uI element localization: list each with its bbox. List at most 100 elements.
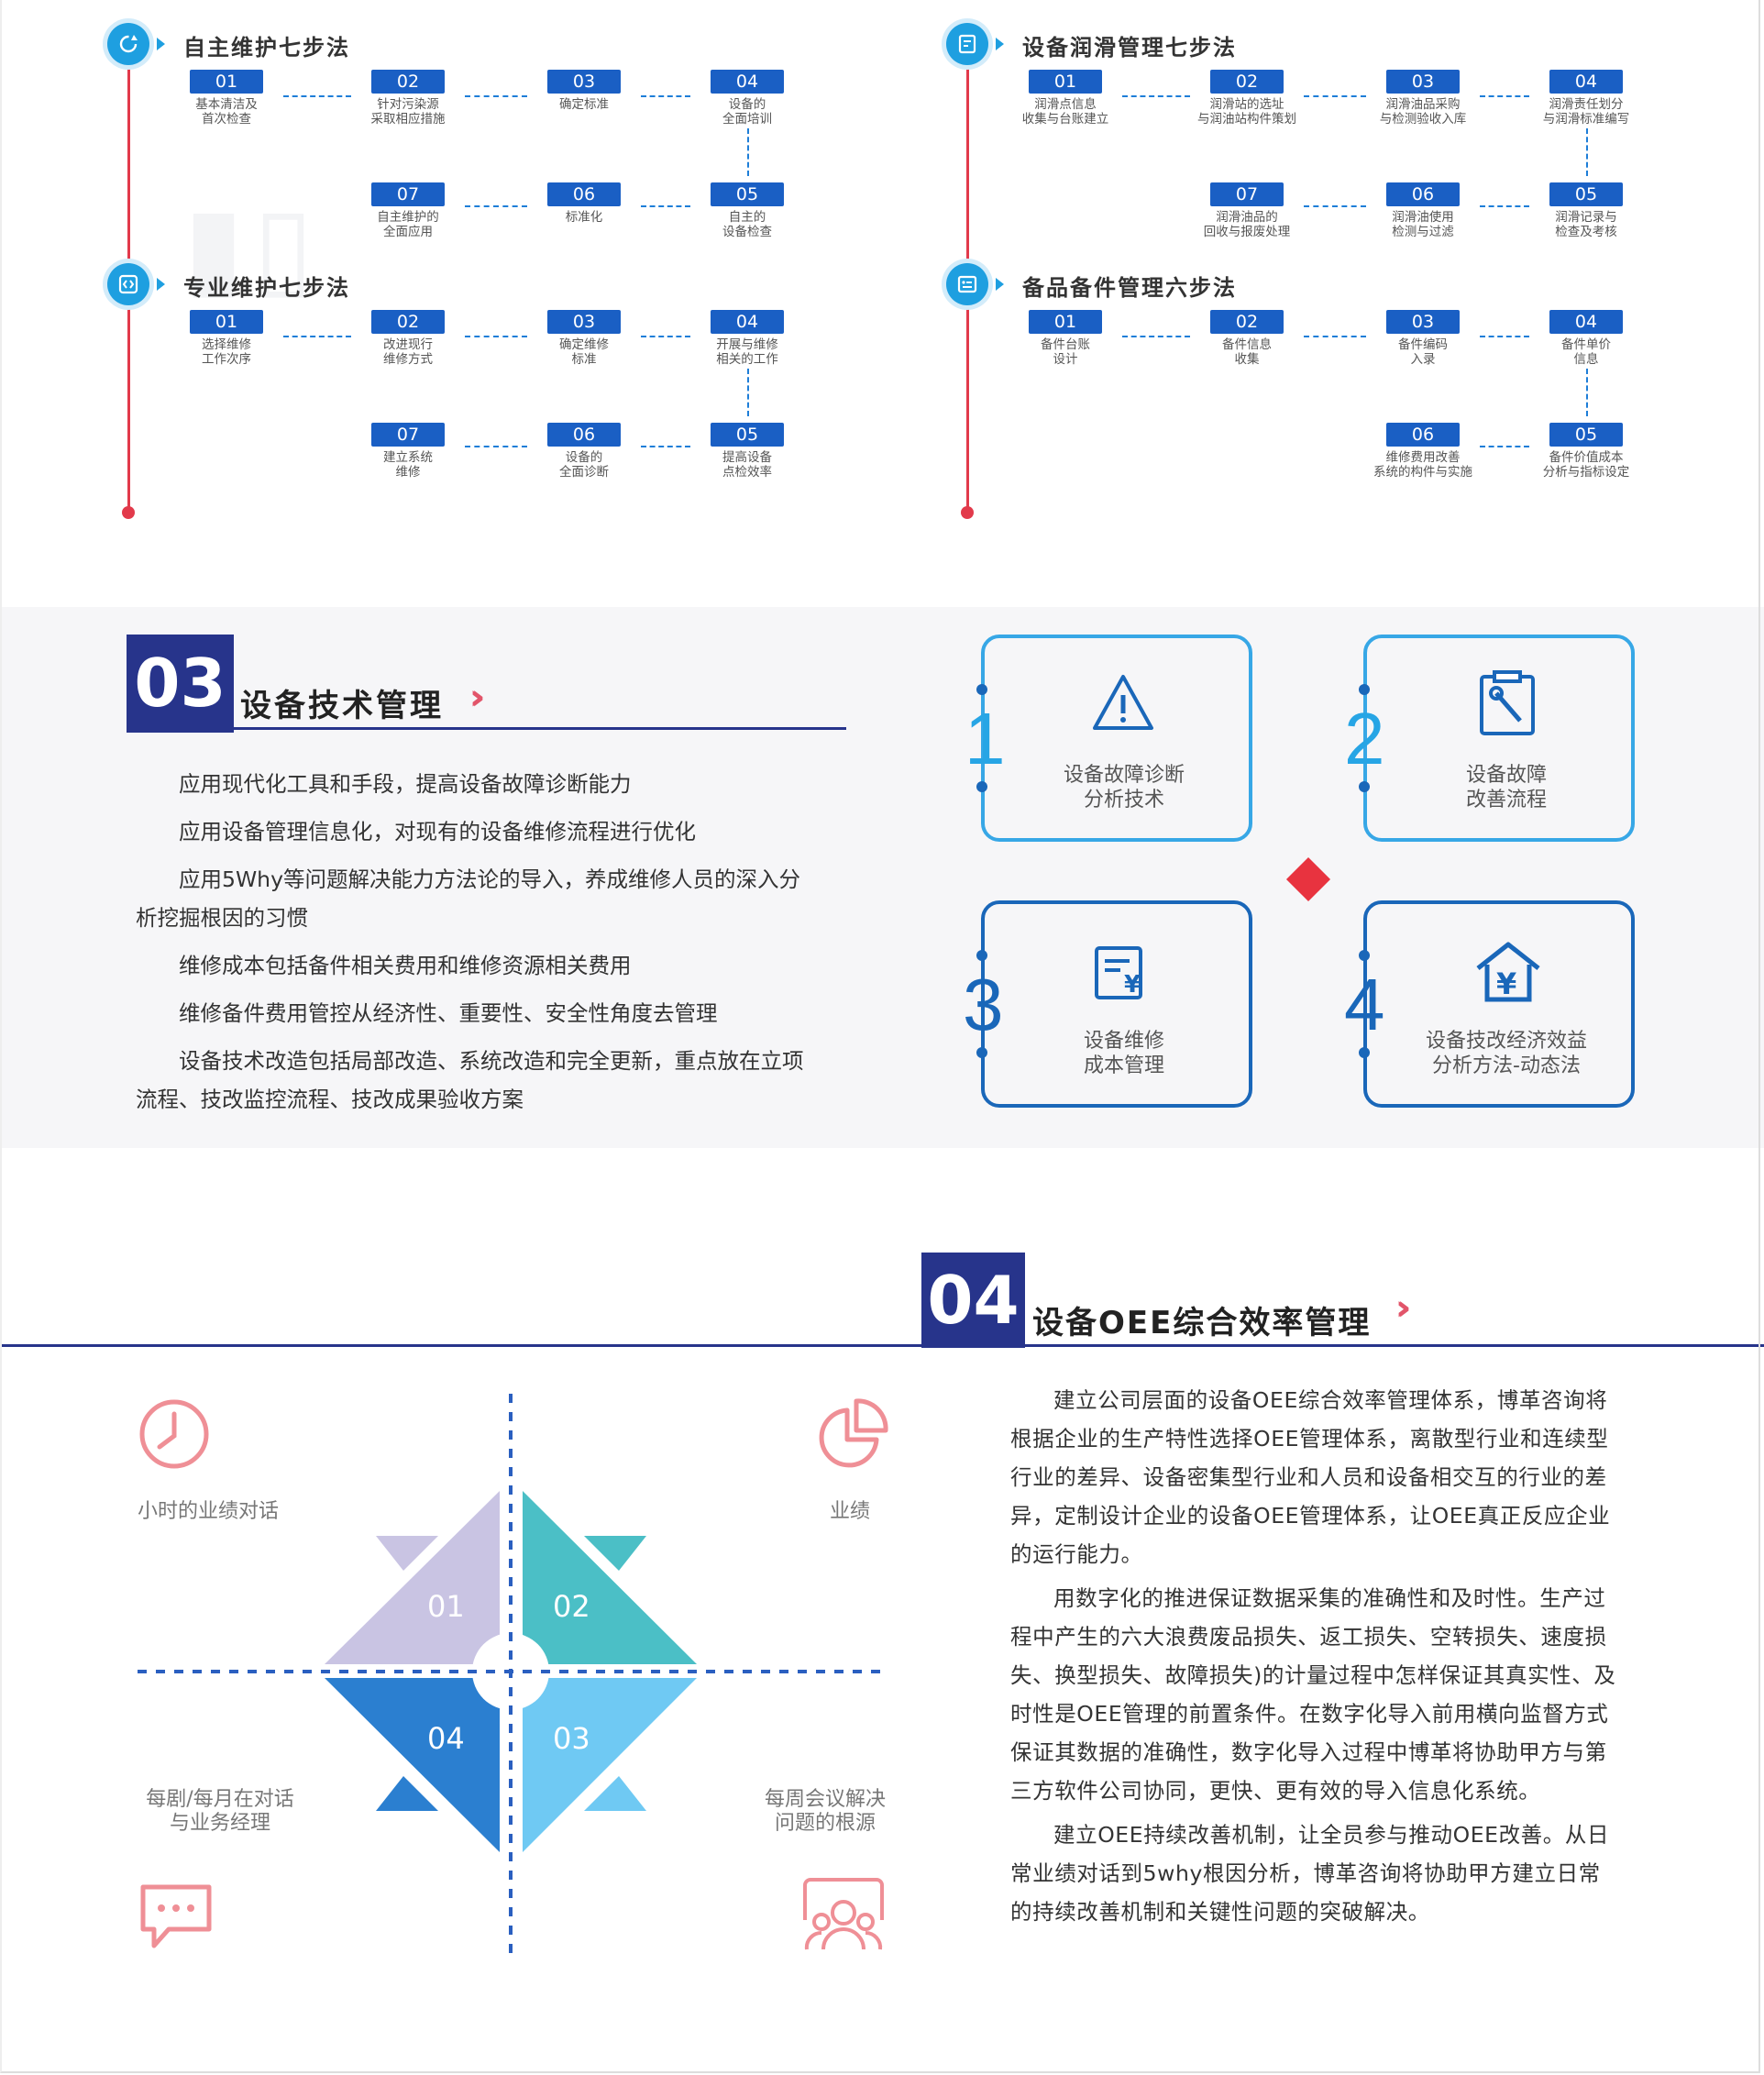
pointer-arrow-icon	[157, 278, 165, 291]
svg-text:¥: ¥	[1496, 966, 1516, 1001]
group-icon	[803, 1878, 884, 1950]
paragraph: 应用5Why等问题解决能力方法论的导入，养成维修人员的深入分析挖掘根因的习惯	[136, 866, 800, 931]
process-title: 自主维护七步法	[183, 35, 350, 61]
card-number: 2	[1344, 698, 1385, 779]
dashed-connector	[747, 128, 749, 176]
dashed-connector	[465, 205, 527, 207]
step-badge: 02	[371, 70, 445, 94]
step-badge: 05	[711, 423, 784, 447]
pointer-arrow-icon	[157, 38, 165, 50]
step-label: 标准化	[565, 210, 603, 225]
paragraph: 维修成本包括备件相关费用和维修资源相关费用	[179, 953, 632, 978]
dashed-connector	[1480, 336, 1529, 337]
paragraph: 建立公司层面的设备OEE综合效率管理体系，博革咨询将根据企业的生产特性选择OEE…	[1010, 1387, 1611, 1567]
dashed-connector	[747, 369, 749, 416]
step-label: 润滑油品的 回收与报废处理	[1203, 210, 1291, 239]
step-badge: 04	[711, 70, 784, 94]
timeline-end-dot	[122, 506, 135, 519]
step-label: 确定标准	[559, 97, 609, 112]
quadrant-label: 每剧/每月在对话 与业务经理	[146, 1788, 294, 1835]
quadrant-number: 02	[553, 1589, 590, 1624]
step-badge: 04	[711, 310, 784, 334]
card-dot	[976, 684, 987, 695]
step-badge: 04	[1549, 310, 1623, 334]
step-label: 开展与维修 相关的工作	[716, 337, 778, 367]
step-label: 改进现行 维修方式	[383, 337, 433, 367]
step-badge: 07	[1210, 182, 1284, 206]
step-label: 自主的 设备检查	[722, 210, 772, 239]
step-badge: 04	[1549, 70, 1623, 94]
step-badge: 01	[190, 310, 263, 334]
step-label: 自主维护的 全面应用	[377, 210, 439, 239]
step-badge: 01	[1029, 70, 1102, 94]
step-label: 润滑点信息 收集与台账建立	[1021, 97, 1109, 127]
paragraph: 建立OEE持续改善机制，让全员参与推动OEE改善。从日常业绩对话到5why根因分…	[1010, 1822, 1610, 1925]
quadrant-02	[523, 1491, 697, 1664]
dashed-connector	[1304, 205, 1366, 207]
dashed-connector	[465, 446, 527, 447]
card-label: 设备技改经济效益 分析方法-动态法	[1425, 1030, 1587, 1077]
card-dot	[976, 1047, 987, 1058]
section04-underline	[0, 1344, 1764, 1347]
list-icon	[946, 263, 988, 305]
step-badge: 03	[1386, 70, 1460, 94]
clock-icon	[139, 1399, 209, 1469]
step-label: 选择维修 工作次序	[202, 337, 251, 367]
step-label: 备件价值成本 分析与指标设定	[1542, 450, 1630, 480]
dashed-connector	[283, 95, 351, 97]
repair-clipboard-icon	[1480, 670, 1535, 735]
card-fault-diagnosis	[981, 635, 1252, 842]
dashed-connector	[1480, 205, 1529, 207]
yuan-house-icon: ¥	[1476, 942, 1540, 1002]
code-icon	[107, 263, 149, 305]
quadrant-label: 每周会议解决 问题的根源	[764, 1788, 886, 1835]
step-badge: 06	[547, 182, 621, 206]
paragraph: 设备技术改造包括局部改造、系统改造和完全更新，重点放在立项流程、技改监控流程、技…	[136, 1048, 804, 1112]
dashed-connector	[641, 95, 690, 97]
dashed-connector	[1122, 95, 1190, 97]
dashed-connector	[1586, 369, 1588, 416]
quadrant-number: 03	[553, 1721, 590, 1756]
step-badge: 02	[371, 310, 445, 334]
quadrant-number: 04	[427, 1721, 465, 1756]
section03-text: 应用现代化工具和手段，提高设备故障诊断能力 应用设备管理信息化，对现有的设备维修…	[136, 765, 819, 1119]
cost-document-icon: ¥	[1095, 946, 1142, 999]
dashed-connector	[1480, 95, 1529, 97]
dashed-connector	[641, 336, 690, 337]
pointer-arrow-icon	[996, 38, 1004, 50]
step-badge: 03	[1386, 310, 1460, 334]
refresh-icon	[107, 23, 149, 65]
step-badge: 07	[371, 182, 445, 206]
card-label: 设备维修 成本管理	[1083, 1030, 1164, 1077]
step-badge: 07	[371, 423, 445, 447]
card-label: 设备故障 改善流程	[1465, 764, 1547, 811]
quadrant-number: 01	[427, 1589, 465, 1624]
step-label: 润滑记录与 检查及考核	[1555, 210, 1617, 239]
step-badge: 02	[1210, 70, 1284, 94]
step-label: 设备的 全面培训	[722, 97, 772, 127]
section04-number: 04	[921, 1253, 1025, 1348]
card-dot	[976, 950, 987, 961]
step-badge: 05	[1549, 423, 1623, 447]
section03-background	[0, 607, 1764, 1148]
card-number: 1	[965, 698, 1006, 779]
card-dot	[976, 781, 987, 792]
step-label: 备件台账 设计	[1041, 337, 1090, 367]
dashed-connector	[641, 205, 690, 207]
oee-quadrant-diagram	[138, 1394, 889, 1953]
process-title: 备品备件管理六步法	[1022, 275, 1237, 301]
step-label: 基本清洁及 首次检查	[195, 97, 258, 127]
section04-title: 设备OEE综合效率管理	[1032, 1305, 1372, 1341]
card-tech-retrofit	[1363, 900, 1635, 1108]
step-label: 提高设备 点检效率	[722, 450, 772, 480]
section04-text: 建立公司层面的设备OEE综合效率管理体系，博革咨询将根据企业的生产特性选择OEE…	[1010, 1381, 1620, 1937]
dashed-connector	[1122, 336, 1190, 337]
step-badge: 06	[1386, 182, 1460, 206]
step-label: 备件单价 信息	[1561, 337, 1611, 367]
step-label: 备件编码 入录	[1398, 337, 1448, 367]
step-badge: 01	[190, 70, 263, 94]
dashed-connector	[1480, 446, 1529, 447]
quadrant-04	[325, 1678, 500, 1852]
step-badge: 06	[547, 423, 621, 447]
paragraph: 维修备件费用管控从经济性、重要性、安全性角度去管理	[179, 1000, 718, 1026]
